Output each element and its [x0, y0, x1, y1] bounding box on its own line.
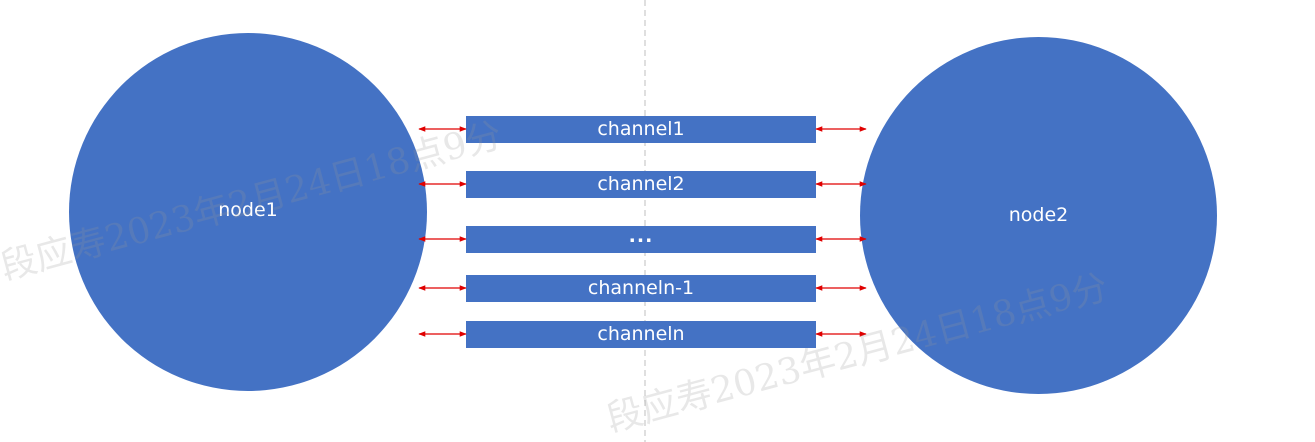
channel-label-n-minus-1: channeln-1 [587, 277, 695, 299]
node2-circle: node2 [860, 37, 1217, 394]
node2-label: node2 [1008, 203, 1069, 226]
channel-label-ellipsis: ... [628, 225, 654, 247]
node1-label: node1 [218, 199, 278, 221]
channel-bar-n-minus-1: channeln-1 [466, 275, 816, 302]
channel-bar-2: channel2 [466, 171, 816, 198]
node1-circle: node1 [69, 33, 427, 391]
channel-bar-ellipsis: ... [466, 226, 816, 253]
channel-label-n: channeln [597, 323, 685, 345]
channel-bar-1: channel1 [466, 116, 816, 143]
channel-bar-n: channeln [466, 321, 816, 348]
channel-label-2: channel2 [597, 173, 685, 195]
channel-label-1: channel1 [597, 118, 685, 140]
